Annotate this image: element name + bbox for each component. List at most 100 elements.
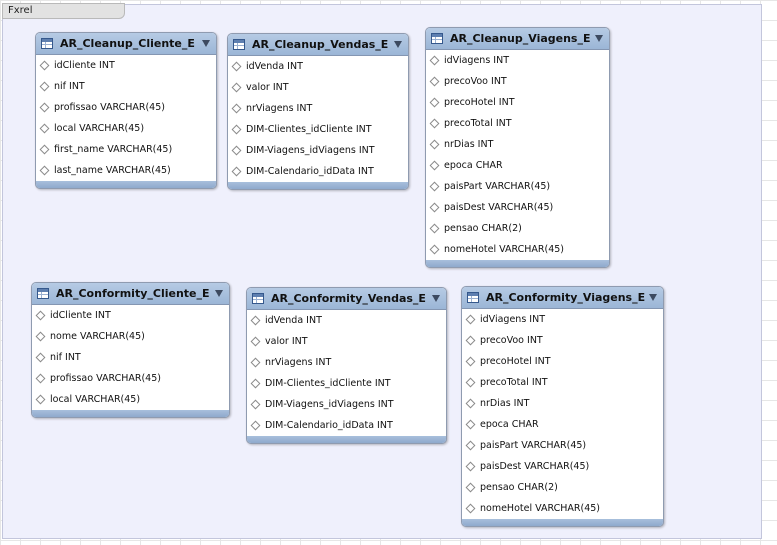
collapse-arrow-icon[interactable] (394, 41, 402, 48)
entity-table[interactable]: AR_Conformity_Viagens_E idViagens INT prec… (461, 286, 664, 527)
column-row[interactable]: nrViagens INT (228, 98, 408, 119)
column-row[interactable]: valor INT (247, 331, 446, 352)
collapse-arrow-icon[interactable] (432, 295, 440, 302)
column-row[interactable]: pensao CHAR(2) (462, 477, 663, 498)
table-header[interactable]: AR_Cleanup_Cliente_E (36, 33, 216, 55)
column-diamond-icon (465, 482, 476, 493)
column-row[interactable]: paisPart VARCHAR(45) (426, 176, 609, 197)
column-row[interactable]: DIM-Calendario_idData INT (247, 415, 446, 436)
table-footer (247, 436, 446, 443)
column-row[interactable]: epoca CHAR (426, 155, 609, 176)
column-row[interactable]: precoVoo INT (426, 71, 609, 92)
column-row[interactable]: idVenda INT (228, 56, 408, 77)
column-row[interactable]: idCliente INT (32, 305, 229, 326)
column-row[interactable]: local VARCHAR(45) (32, 389, 229, 410)
column-diamond-icon (465, 377, 476, 388)
collapse-arrow-icon[interactable] (202, 40, 210, 47)
column-row[interactable]: nif INT (36, 76, 216, 97)
column-diamond-icon (465, 356, 476, 367)
column-diamond-icon (35, 310, 46, 321)
column-row[interactable]: idCliente INT (36, 55, 216, 76)
column-row[interactable]: nrViagens INT (247, 352, 446, 373)
column-label: precoHotel INT (480, 356, 551, 367)
column-label: pensao CHAR(2) (444, 223, 522, 234)
column-row[interactable]: valor INT (228, 77, 408, 98)
column-diamond-icon (231, 166, 242, 177)
table-footer (426, 260, 609, 267)
column-label: idVenda INT (246, 61, 303, 72)
table-icon (431, 33, 443, 44)
column-label: epoca CHAR (444, 160, 503, 171)
column-row[interactable]: nomeHotel VARCHAR(45) (426, 239, 609, 260)
column-diamond-icon (429, 244, 440, 255)
column-row[interactable]: DIM-Clientes_idCliente INT (247, 373, 446, 394)
column-row[interactable]: first_name VARCHAR(45) (36, 139, 216, 160)
column-row[interactable]: paisPart VARCHAR(45) (462, 435, 663, 456)
column-row[interactable]: precoTotal INT (426, 113, 609, 134)
column-row[interactable]: precoHotel INT (426, 92, 609, 113)
column-label: epoca CHAR (480, 419, 539, 430)
column-diamond-icon (39, 144, 50, 155)
column-row[interactable]: DIM-Calendario_idData INT (228, 161, 408, 182)
column-label: DIM-Clientes_idCliente INT (265, 378, 391, 389)
column-label: nome VARCHAR(45) (50, 331, 145, 342)
column-diamond-icon (465, 461, 476, 472)
table-header[interactable]: AR_Conformity_Cliente_E (32, 283, 229, 305)
column-row[interactable]: paisDest VARCHAR(45) (462, 456, 663, 477)
column-row[interactable]: idVenda INT (247, 310, 446, 331)
table-title: AR_Conformity_Viagens_E (486, 291, 646, 304)
column-row[interactable]: local VARCHAR(45) (36, 118, 216, 139)
column-row[interactable]: epoca CHAR (462, 414, 663, 435)
column-row[interactable]: nrDias INT (462, 393, 663, 414)
column-row[interactable]: DIM-Viagens_idViagens INT (228, 140, 408, 161)
table-icon (233, 39, 245, 50)
table-footer (462, 519, 663, 526)
column-row[interactable]: idViagens INT (462, 309, 663, 330)
column-row[interactable]: nif INT (32, 347, 229, 368)
column-diamond-icon (465, 314, 476, 325)
table-icon (252, 293, 264, 304)
column-diamond-icon (429, 118, 440, 129)
table-header[interactable]: AR_Conformity_Vendas_E (247, 288, 446, 310)
table-icon (41, 38, 53, 49)
column-diamond-icon (39, 165, 50, 176)
column-label: DIM-Calendario_idData INT (265, 420, 393, 431)
column-row[interactable]: DIM-Clientes_idCliente INT (228, 119, 408, 140)
column-label: nomeHotel VARCHAR(45) (480, 503, 601, 514)
column-label: idCliente INT (54, 60, 115, 71)
column-row[interactable]: nome VARCHAR(45) (32, 326, 229, 347)
table-header[interactable]: AR_Cleanup_Vendas_E (228, 34, 408, 56)
column-label: paisDest VARCHAR(45) (480, 461, 590, 472)
collapse-arrow-icon[interactable] (595, 35, 603, 42)
table-header[interactable]: AR_Conformity_Viagens_E (462, 287, 663, 309)
column-row[interactable]: DIM-Viagens_idViagens INT (247, 394, 446, 415)
collapse-arrow-icon[interactable] (215, 290, 223, 297)
column-row[interactable]: precoTotal INT (462, 372, 663, 393)
column-label: DIM-Calendario_idData INT (246, 166, 374, 177)
column-label: precoVoo INT (480, 335, 543, 346)
column-label: DIM-Viagens_idViagens INT (246, 145, 375, 156)
column-row[interactable]: profissao VARCHAR(45) (32, 368, 229, 389)
column-label: paisPart VARCHAR(45) (480, 440, 587, 451)
column-row[interactable]: profissao VARCHAR(45) (36, 97, 216, 118)
column-diamond-icon (250, 336, 261, 347)
table-header[interactable]: AR_Cleanup_Viagens_E (426, 28, 609, 50)
column-row[interactable]: paisDest VARCHAR(45) (426, 197, 609, 218)
entity-table[interactable]: AR_Cleanup_Cliente_E idCliente INT nif INT… (35, 32, 217, 189)
column-row[interactable]: precoVoo INT (462, 330, 663, 351)
table-icon (37, 288, 49, 299)
column-row[interactable]: pensao CHAR(2) (426, 218, 609, 239)
collapse-arrow-icon[interactable] (649, 294, 657, 301)
column-row[interactable]: nomeHotel VARCHAR(45) (462, 498, 663, 519)
column-label: precoTotal INT (480, 377, 548, 388)
table-footer (36, 181, 216, 188)
column-row[interactable]: idViagens INT (426, 50, 609, 71)
column-label: profissao VARCHAR(45) (50, 373, 161, 384)
column-row[interactable]: precoHotel INT (462, 351, 663, 372)
column-row[interactable]: nrDias INT (426, 134, 609, 155)
column-row[interactable]: last_name VARCHAR(45) (36, 160, 216, 181)
